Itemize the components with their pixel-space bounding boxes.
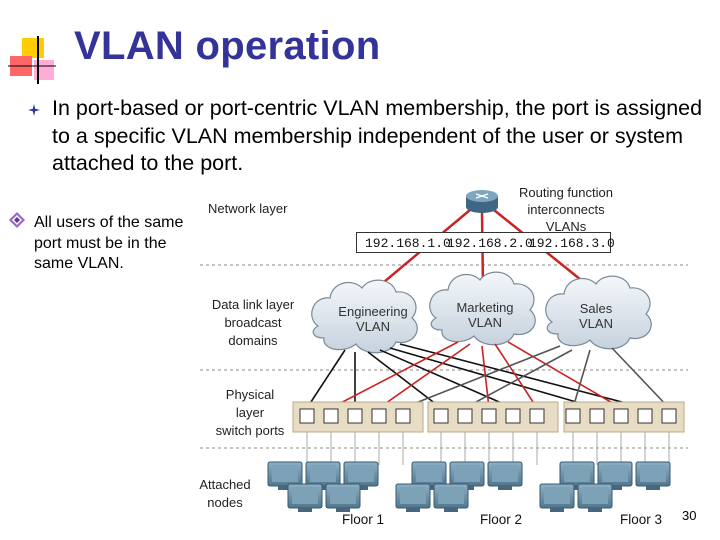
- physical-line-1: Physical: [225, 387, 275, 402]
- physical-line-3: switch ports: [215, 423, 285, 438]
- switch-floor-2: [427, 401, 559, 433]
- routing-line-2: interconnects VLANs: [527, 202, 605, 234]
- floor-label-2: Floor 2: [480, 512, 523, 527]
- subnet-label-1: 192.168.1.0: [365, 236, 451, 251]
- routing-function-label: Routing function interconnects VLANs: [506, 184, 626, 235]
- router-icon: [466, 190, 498, 213]
- attached-line-2: nodes: [207, 495, 243, 510]
- datalink-line-3: domains: [228, 333, 278, 348]
- computers-floor-3: [539, 461, 671, 512]
- subnet-box: [356, 232, 611, 253]
- marketing-vlan-cloud: [429, 271, 536, 346]
- bullet-diamond-icon: [9, 212, 25, 228]
- datalink-layer-label: Data link layer broadcast domains: [205, 296, 301, 350]
- sales-vlan-cloud: [545, 275, 652, 350]
- engineering-vlan-cloud: [311, 279, 418, 354]
- switch-floor-3: [563, 401, 685, 433]
- subnet-label-3: 192.168.3.0: [529, 236, 615, 251]
- vlan-port-links: [306, 341, 670, 409]
- network-layer-label: Network layer: [208, 201, 288, 216]
- bullet-text-1: In port-based or port-centric VLAN membe…: [52, 96, 703, 175]
- floor-label-3: Floor 3: [620, 512, 663, 527]
- attached-line-1: Attached: [199, 477, 251, 492]
- switch-floor-1: [292, 401, 424, 433]
- computers-floor-2: [395, 461, 523, 512]
- page-title: VLAN operation: [74, 24, 381, 68]
- vlan-label-sales: Sales: [580, 301, 613, 316]
- datalink-line-2: broadcast: [224, 315, 282, 330]
- vlan-label-marketing: Marketing: [456, 300, 513, 315]
- routing-line-1: Routing function: [519, 185, 613, 200]
- vlan-label-marketing-sub: VLAN: [468, 315, 502, 330]
- title-decoration-icon: [8, 36, 56, 84]
- physical-line-2: layer: [235, 405, 265, 420]
- bullet-text-2: All users of the same port must be in th…: [34, 214, 184, 272]
- vlan-label-sales-sub: VLAN: [579, 316, 613, 331]
- page-number: 30: [682, 508, 697, 523]
- computers-floor-1: [267, 461, 379, 512]
- bullet-star-icon: [28, 104, 40, 116]
- subnet-label-2: 192.168.2.0: [447, 236, 533, 251]
- attached-nodes-label: Attached nodes: [194, 476, 256, 512]
- datalink-line-1: Data link layer: [211, 297, 295, 312]
- floor-label-1: Floor 1: [342, 512, 385, 527]
- physical-layer-label: Physical layer switch ports: [205, 386, 295, 440]
- vlan-label-engineering: Engineering: [338, 304, 407, 319]
- port-drop-lines: [306, 432, 670, 465]
- vlan-label-engineering-sub: VLAN: [356, 319, 390, 334]
